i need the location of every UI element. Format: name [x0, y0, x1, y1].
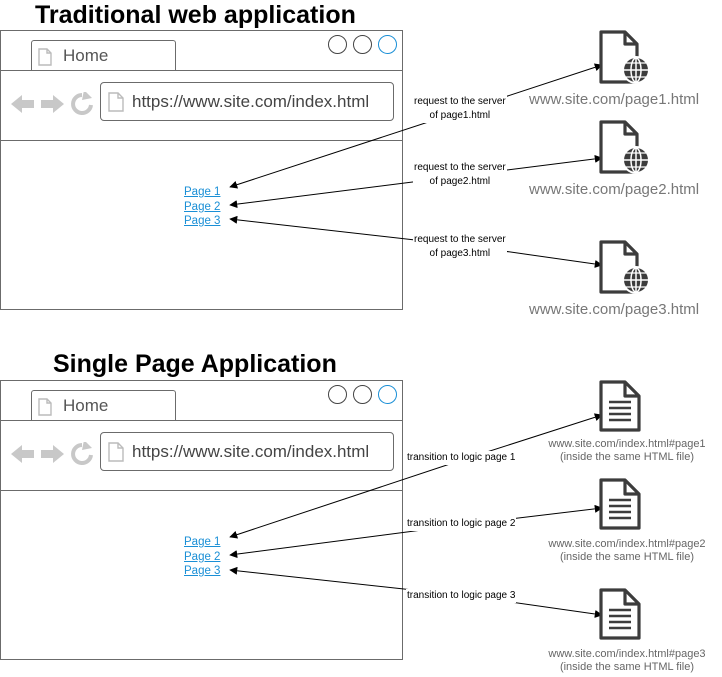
minimize-button[interactable]	[328, 35, 347, 54]
maximize-button[interactable]	[353, 35, 372, 54]
page-link-1[interactable]: Page 1	[184, 536, 221, 548]
page-link-2[interactable]: Page 2	[184, 550, 221, 563]
browser-tab[interactable]: Home	[31, 390, 176, 421]
address-bar[interactable]: https://www.site.com/index.html	[100, 82, 394, 121]
address-bar[interactable]: https://www.site.com/index.html	[100, 432, 394, 471]
page-link-2[interactable]: Page 2	[184, 200, 221, 213]
page-link-3[interactable]: Page 3	[184, 565, 221, 577]
forward-arrow-icon[interactable]	[41, 445, 64, 463]
document-icon	[108, 92, 124, 112]
back-arrow-icon[interactable]	[11, 445, 34, 463]
reload-icon[interactable]	[71, 92, 93, 115]
maximize-button[interactable]	[353, 385, 372, 404]
forward-arrow-icon[interactable]	[41, 95, 64, 113]
document-icon	[108, 442, 124, 462]
browser-window-spa: Home https://www.site.com/index.html Pag…	[0, 380, 403, 660]
text-document-icon	[599, 588, 641, 640]
text-document-icon	[599, 380, 641, 432]
back-arrow-icon[interactable]	[11, 95, 34, 113]
traditional-title: Traditional web application	[35, 1, 356, 29]
document-icon	[38, 48, 52, 66]
target-anchor-page2: www.site.com/index.html#page2 (inside th…	[548, 538, 706, 563]
tab-label: Home	[63, 396, 109, 415]
text-document-icon	[599, 478, 641, 530]
web-document-globe-icon	[599, 240, 650, 294]
document-icon	[38, 398, 52, 416]
target-anchor-page3: www.site.com/index.html#page3 (inside th…	[548, 648, 706, 673]
arrow-label-traditional-1: request to the server of page1.html	[413, 95, 507, 123]
target-url-page2: www.site.com/page2.html	[529, 181, 700, 198]
browser-window-traditional: Home https://www.site.com/index.html Pag…	[0, 30, 403, 310]
minimize-button[interactable]	[328, 385, 347, 404]
close-button[interactable]	[378, 385, 397, 404]
arrow-label-spa-1: transition to logic page 1	[406, 451, 517, 465]
url-text: https://www.site.com/index.html	[132, 92, 370, 111]
web-document-globe-icon	[599, 120, 650, 174]
browser-tab[interactable]: Home	[31, 40, 176, 71]
target-url-page3: www.site.com/page3.html	[529, 301, 700, 318]
reload-icon[interactable]	[71, 442, 93, 465]
arrow-label-spa-2: transition to logic page 2	[406, 517, 517, 531]
target-url-page1: www.site.com/page1.html	[529, 91, 700, 108]
arrow-label-traditional-3: request to the server of page3.html	[413, 233, 507, 261]
page-link-3[interactable]: Page 3	[184, 215, 221, 227]
web-document-globe-icon	[599, 30, 650, 84]
target-anchor-page1: www.site.com/index.html#page1 (inside th…	[548, 438, 706, 463]
page-link-1[interactable]: Page 1	[184, 186, 221, 198]
spa-title: Single Page Application	[53, 350, 337, 378]
url-text: https://www.site.com/index.html	[132, 442, 370, 461]
arrow-label-spa-3: transition to logic page 3	[406, 589, 517, 603]
tab-label: Home	[63, 46, 109, 65]
arrow-label-traditional-2: request to the server of page2.html	[413, 161, 507, 189]
close-button[interactable]	[378, 35, 397, 54]
